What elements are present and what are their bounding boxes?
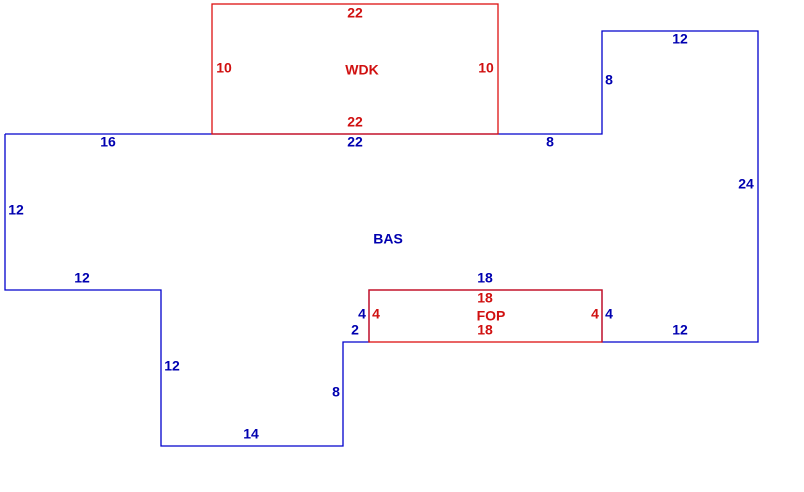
bas-dim-bump-left: 8 (605, 72, 613, 88)
bas-dim-notch-step: 2 (351, 322, 359, 338)
wdk-dim-right: 10 (478, 60, 494, 76)
fop-dim-bottom: 18 (477, 322, 493, 338)
wdk-name: WDK (345, 62, 378, 78)
bas-name: BAS (373, 231, 403, 247)
bas-dim-top-mid: 22 (347, 134, 363, 150)
wdk-dim-bottom: 22 (347, 114, 363, 130)
bas-dim-fop-top: 18 (477, 270, 493, 286)
fop-name: FOP (477, 308, 506, 324)
fop-dim-right: 4 (591, 306, 599, 322)
fop-dim-top: 18 (477, 290, 493, 306)
bas-dim-notch-right: 4 (605, 306, 613, 322)
wdk-outline (211, 3, 499, 135)
fop-outline (368, 289, 603, 343)
bas-dim-bottom: 14 (243, 426, 259, 442)
bas-dim-bump-top: 12 (672, 31, 688, 47)
fop-dim-left: 4 (372, 306, 380, 322)
bas-dim-right: 24 (738, 176, 754, 192)
bas-dim-step-down: 8 (332, 384, 340, 400)
bas-dim-ledge: 12 (74, 270, 90, 286)
bas-dim-left-lower: 12 (164, 358, 180, 374)
bas-dim-bottom-right: 12 (672, 322, 688, 338)
bas-dim-top-right: 8 (546, 134, 554, 150)
bas-dim-notch-left: 4 (358, 306, 366, 322)
wdk-dim-top: 22 (347, 5, 363, 21)
bas-dim-left-upper: 12 (8, 202, 24, 218)
bas-dim-top-left: 16 (100, 134, 116, 150)
wdk-dim-left: 10 (216, 60, 232, 76)
